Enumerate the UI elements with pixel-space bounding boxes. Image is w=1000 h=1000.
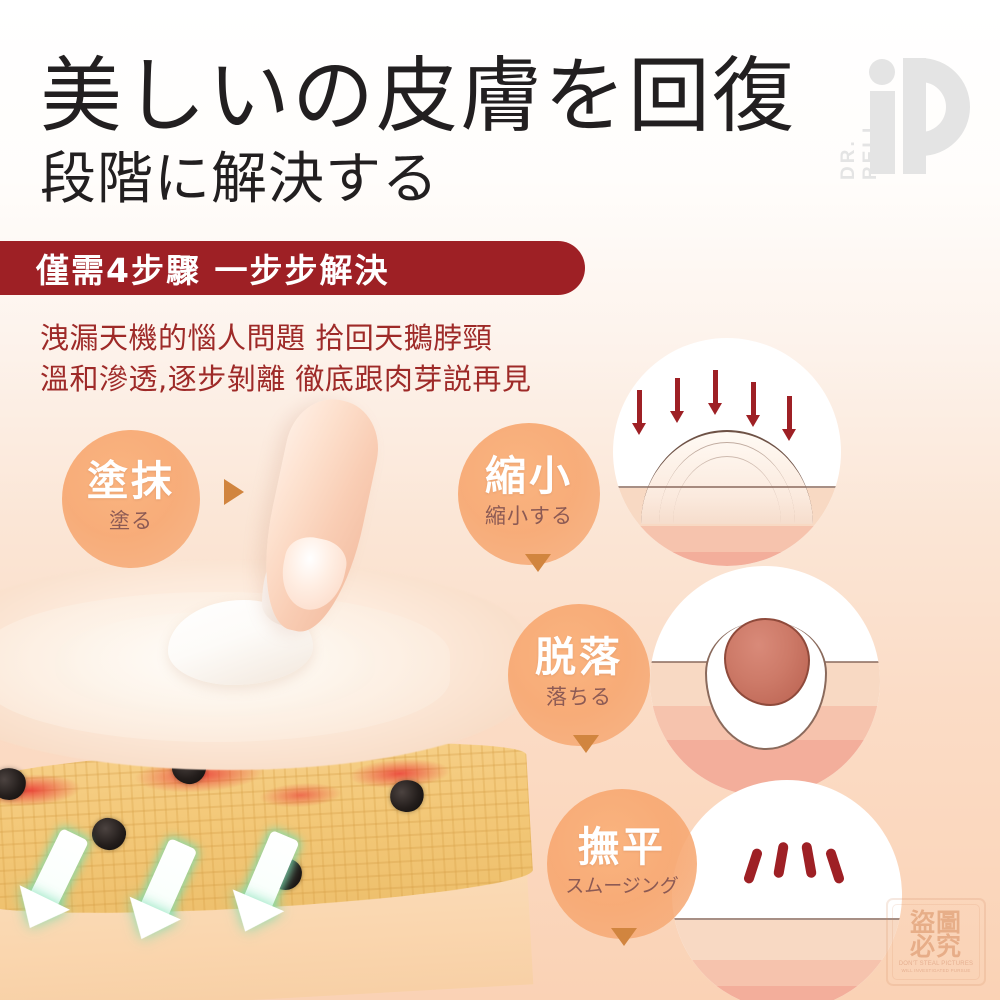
epidermis-cells-illustration — [0, 732, 535, 924]
clogged-pore-icon — [266, 856, 304, 892]
clogged-pore-icon — [0, 765, 29, 803]
brand-logo: DR. RELL — [824, 52, 992, 180]
pressure-arrow-icon — [782, 396, 796, 441]
step-subtitle: 塗る — [109, 508, 153, 533]
triangle-down-icon — [573, 735, 599, 753]
basal-layer-illustration — [0, 832, 531, 898]
healing-mark-icon — [800, 841, 818, 879]
watermark-cn-line-2: 必究 — [909, 931, 962, 961]
watermark-cn-line-1: 盜圖 — [909, 907, 962, 937]
step-title: 撫平 — [578, 823, 666, 872]
inflammation-illustration — [0, 740, 532, 828]
copyright-watermark: 盜圖 必究 DON'T STEAL PICTURES WILL INVESTIG… — [886, 898, 986, 986]
pressure-arrow-icon — [670, 378, 684, 423]
clogged-pore-icon — [386, 776, 428, 816]
step-title: 縮小 — [485, 451, 573, 500]
step-subtitle: 落ちる — [546, 684, 612, 709]
headline-line-1: 美しいの皮膚を回復 — [40, 49, 797, 144]
subcopy: 洩漏天機的惱人問題 拾回天鵝脖頸 溫和滲透,逐步剝離 徹底跟肉芽説再見 — [40, 318, 531, 400]
steps-banner-label: 僅需4步驟 一步步解決 — [36, 251, 390, 290]
watermark-en-line-2: WILL INVESTIGATED PURSUE — [901, 968, 971, 974]
illustration-smoothing-step — [672, 780, 902, 1000]
pressure-arrow-icon — [632, 390, 646, 435]
pressure-arrow-icon — [708, 370, 722, 415]
step-bubble-shrink[interactable]: 縮小 縮小する — [458, 423, 600, 565]
triangle-down-icon — [611, 928, 637, 946]
id-monogram-icon — [869, 58, 970, 174]
step-subtitle: スムージング — [565, 875, 679, 898]
lesion-plug-illustration — [724, 618, 810, 706]
dermis-layer-illustration — [0, 850, 534, 1000]
step-subtitle: 縮小する — [485, 503, 573, 528]
subcopy-line-2: 溫和滲透,逐步剝離 徹底跟肉芽説再見 — [40, 362, 532, 397]
cream-trail-illustration — [262, 549, 314, 627]
watermark-en-line-1: DON'T STEAL PICTURES — [898, 961, 974, 968]
healing-mark-icon — [772, 841, 790, 879]
steps-banner: 僅需4步驟 一步步解決 — [0, 241, 585, 295]
clogged-pore-icon — [90, 816, 128, 852]
cream-blob-illustration — [168, 600, 313, 685]
subcopy-line-1: 洩漏天機的惱人問題 拾回天鵝脖頸 — [40, 321, 493, 355]
headline-line-2: 段階に解決する — [40, 147, 439, 212]
step-title: 脱落 — [535, 632, 623, 681]
skin-surface-inner-illustration — [0, 592, 450, 742]
healing-mark-icon — [824, 847, 846, 885]
illustration-shrink-step — [613, 338, 841, 566]
clogged-pore-icon — [169, 749, 209, 787]
triangle-right-icon — [224, 479, 244, 505]
step-bubble-apply[interactable]: 塗抹 塗る — [62, 430, 200, 568]
healing-mark-icon — [742, 847, 764, 885]
step-bubble-shed[interactable]: 脱落 落ちる — [508, 604, 650, 746]
skin-surface-core-illustration — [55, 612, 375, 717]
pressure-arrow-icon — [746, 382, 760, 427]
fingernail-illustration — [275, 532, 351, 616]
skin-surface-illustration — [0, 560, 530, 770]
triangle-down-icon — [525, 554, 551, 572]
finger-illustration — [248, 391, 388, 640]
illustration-shedding-step — [650, 566, 880, 796]
step-title: 塗抹 — [87, 456, 175, 505]
brand-name: DR. RELL — [838, 118, 881, 180]
step-bubble-smooth[interactable]: 撫平 スムージング — [547, 789, 697, 939]
